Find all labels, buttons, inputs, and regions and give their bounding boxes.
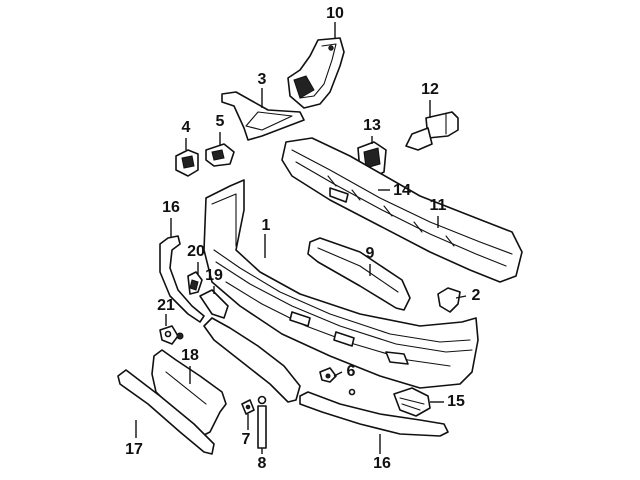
part-7-screw [241, 399, 255, 415]
part-4-bracket [175, 149, 199, 177]
callout-4: 4 [182, 119, 191, 136]
part-19-bracket [199, 289, 229, 319]
part-2-bracket [437, 287, 461, 313]
callout-10: 10 [326, 5, 344, 22]
callout-6: 6 [347, 363, 356, 380]
part-8-rod [257, 395, 267, 449]
callout-2: 2 [472, 287, 481, 304]
callout-8: 8 [258, 455, 267, 472]
callout-16-lower: 16 [373, 455, 391, 472]
callout-3: 3 [258, 71, 267, 88]
callout-18: 18 [181, 347, 199, 364]
part-20-clip [187, 271, 203, 295]
part-12-bolt [405, 111, 459, 151]
part-3-bracket [221, 91, 305, 141]
part-9-insert [307, 237, 411, 311]
callout-13: 13 [363, 117, 381, 134]
part-21-clip [159, 325, 184, 345]
callout-20: 20 [187, 243, 205, 260]
callout-11: 11 [430, 197, 447, 214]
part-10-bracket [287, 37, 345, 109]
callout-15: 15 [447, 393, 465, 410]
callout-17: 17 [125, 441, 143, 458]
callout-labels: 10 3 4 5 12 13 14 11 1 9 2 16 20 19 21 1… [125, 5, 480, 472]
callout-14: 14 [393, 182, 411, 199]
callout-16-upper: 16 [162, 199, 180, 216]
leader-lines [135, 22, 467, 454]
part-16-upper-molding [159, 235, 205, 323]
callout-21: 21 [157, 297, 175, 314]
lower-trim-strip [203, 317, 301, 403]
part-15-reflector [393, 387, 431, 417]
part-17-strip [117, 369, 215, 455]
callout-1: 1 [262, 217, 271, 234]
part-16-lower-molding [299, 391, 449, 437]
callout-9: 9 [366, 245, 375, 262]
callout-19: 19 [205, 267, 223, 284]
part-5-bracket [205, 143, 235, 167]
callout-7: 7 [242, 431, 251, 448]
part-6-clip [319, 367, 356, 396]
callout-5: 5 [216, 113, 225, 130]
part-1-bumper-cover [203, 179, 479, 389]
callout-12: 12 [421, 81, 439, 98]
part-11-absorber [281, 137, 523, 283]
